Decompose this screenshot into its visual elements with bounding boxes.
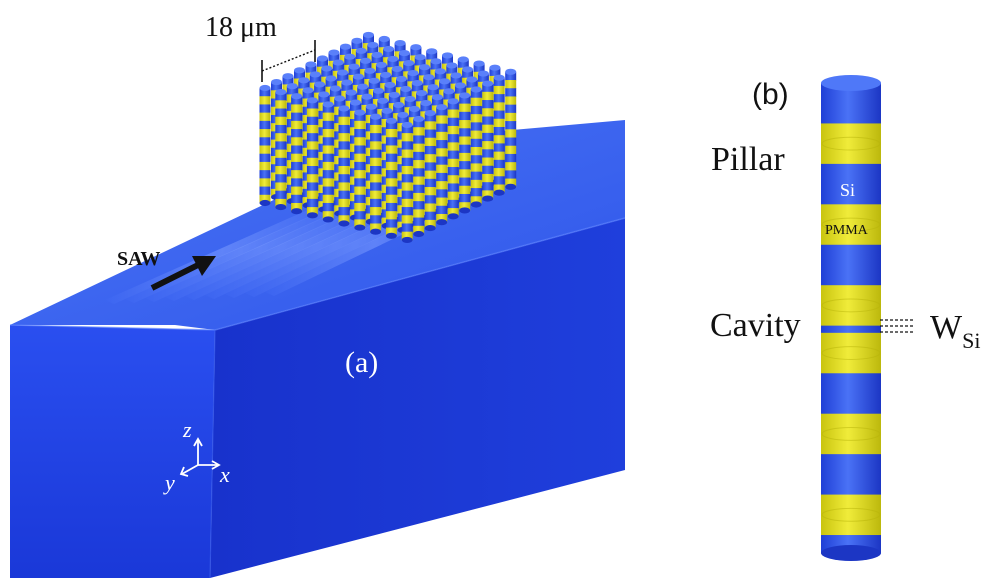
saw-arrow: SAW (117, 248, 216, 291)
pillar (291, 93, 303, 215)
pillar-array (259, 31, 517, 243)
si-layer (821, 454, 881, 496)
substrate-front-face (10, 325, 215, 578)
panel-a: 18 μm SAW (a) z x y (9, 12, 626, 578)
pillar (385, 117, 397, 239)
si-layer (821, 244, 881, 286)
width-label-group: WSi (930, 309, 980, 353)
pillar (306, 97, 318, 219)
pillar (322, 101, 334, 223)
pmma-layer (821, 204, 881, 246)
pillar (505, 68, 517, 190)
saw-label: SAW (117, 248, 160, 270)
pillar (470, 86, 482, 208)
si-label: Si (840, 180, 855, 200)
pillar (413, 115, 425, 238)
si-layer (821, 325, 881, 334)
saw-ripple (145, 198, 375, 302)
pmma-layer (821, 494, 881, 536)
pmma-layer (821, 285, 881, 327)
si-layer (821, 373, 881, 415)
pillar (447, 98, 459, 220)
scale-label: 18 μm (205, 12, 277, 43)
pillar (338, 105, 350, 227)
cavity-label: Cavity (710, 307, 801, 344)
saw-ripple (105, 200, 339, 304)
substrate-side-face (210, 218, 625, 578)
pillar (354, 109, 366, 231)
single-pillar (821, 75, 881, 561)
panel-a-label: (a) (345, 346, 378, 379)
width-label: W (930, 309, 963, 346)
pillar-label: Pillar (711, 141, 785, 178)
pillar (482, 80, 494, 202)
panel-b-label: (b) (752, 78, 789, 111)
scale-bar: 18 μm (205, 12, 316, 82)
cavity-width-marker (880, 319, 914, 333)
pillar (275, 89, 287, 211)
pillar (259, 84, 271, 207)
pillar (370, 113, 382, 235)
pmma-label: PMMA (825, 223, 869, 238)
pillar (459, 92, 471, 214)
axis-z-label: z (182, 417, 192, 442)
saw-ripple (125, 199, 357, 303)
panel-b: (b) Pillar Si PMMA Cavity WSi (710, 75, 980, 561)
pmma-layer (821, 332, 881, 374)
axis-triad (179, 437, 221, 477)
pillar (493, 74, 505, 196)
saw-ripple (165, 197, 393, 301)
width-subscript: Si (962, 328, 980, 353)
pillar (424, 110, 436, 232)
pmma-layer (821, 413, 881, 455)
pillar (401, 121, 413, 243)
pillar (436, 104, 448, 226)
axis-y-label: y (163, 470, 175, 495)
axis-x-label: x (219, 462, 230, 487)
pmma-layer (821, 123, 881, 165)
si-layer (821, 163, 881, 205)
